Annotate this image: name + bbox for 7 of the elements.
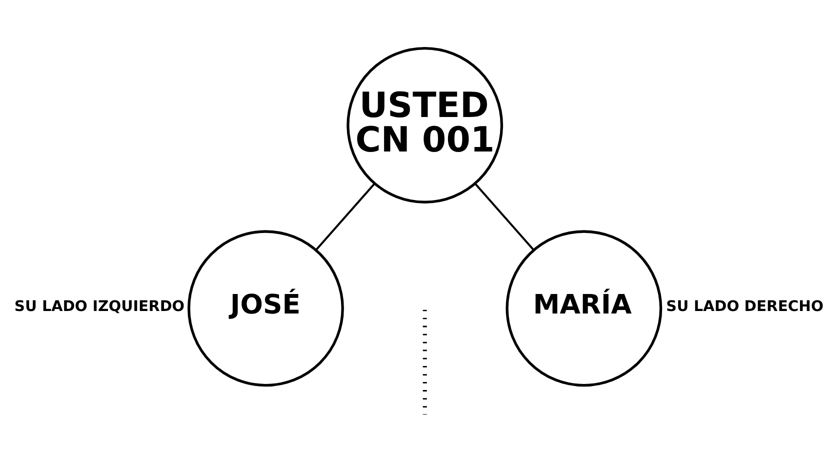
connector (316, 183, 376, 250)
connector (474, 183, 534, 250)
node-circle: MARÍA (506, 230, 662, 387)
node-circle: JOSÉ (188, 230, 344, 387)
node-label: SU LADO DERECHO (666, 298, 824, 315)
node-label: SU LADO IZQUIERDO (14, 298, 185, 315)
node-circle: USTED CN 001 (346, 47, 504, 204)
